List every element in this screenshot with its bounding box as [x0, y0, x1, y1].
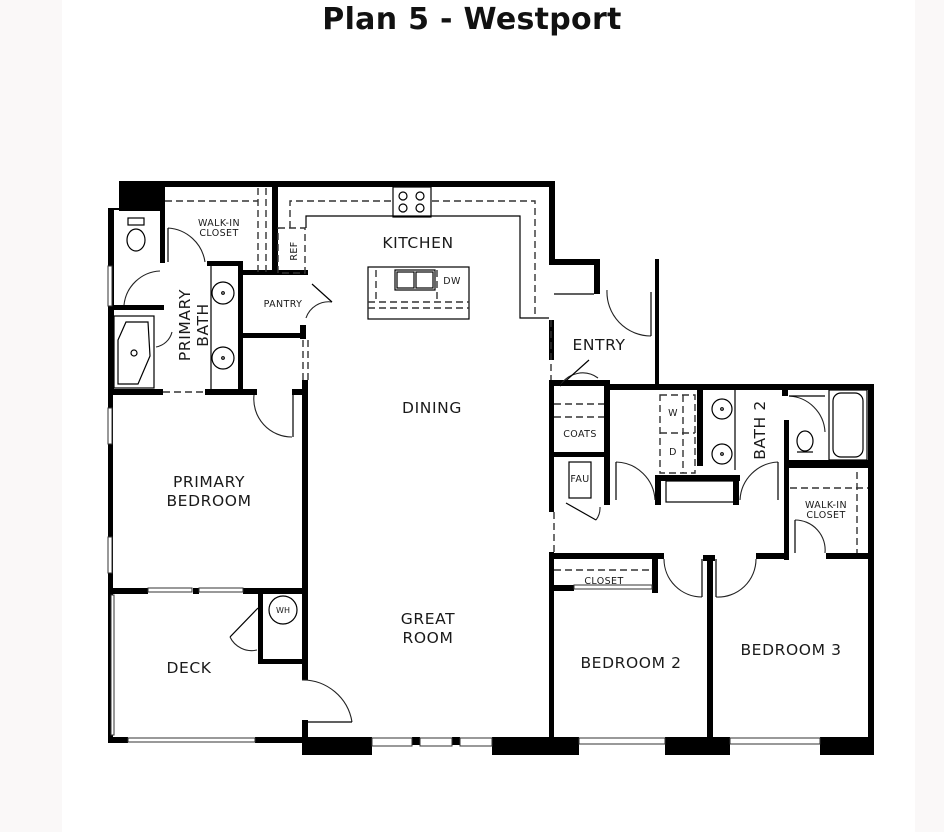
- room-labels: KITCHEN DINING GREAT ROOM ENTRY PRIMARY …: [166, 234, 841, 677]
- label-furnace: FAU: [570, 474, 589, 485]
- label-primary-bedroom-2: BEDROOM: [166, 492, 251, 510]
- label-primary-bedroom-1: PRIMARY: [173, 473, 245, 491]
- label-coats: COATS: [563, 429, 597, 440]
- label-dryer: D: [669, 447, 677, 458]
- label-closet-bed2: CLOSET: [584, 576, 623, 587]
- label-primary-bath-1: PRIMARY: [176, 289, 194, 361]
- label-pantry: PANTRY: [264, 299, 303, 310]
- label-bath-2: BATH 2: [751, 400, 769, 460]
- label-refrigerator: REF: [289, 241, 300, 260]
- label-bedroom-2: BEDROOM 2: [580, 654, 681, 672]
- cabinetry: [113, 186, 868, 571]
- walls: [108, 181, 874, 755]
- windows: [107, 265, 821, 747]
- label-bedroom-3: BEDROOM 3: [740, 641, 841, 659]
- label-walkin-closet-bed3-1: WALK-IN: [805, 500, 847, 511]
- label-water-heater: WH: [276, 606, 290, 615]
- label-kitchen: KITCHEN: [382, 234, 453, 252]
- plan-sheet: [62, 0, 915, 832]
- fixture-labels: WALK-IN CLOSET PANTRY REF DW COATS FAU W…: [198, 218, 847, 615]
- label-walkin-closet-primary-1: WALK-IN: [198, 218, 240, 229]
- doors: [123, 227, 826, 723]
- label-dining: DINING: [402, 399, 462, 417]
- label-walkin-closet-primary-2: CLOSET: [199, 228, 238, 239]
- label-primary-bath-2: BATH: [194, 303, 212, 347]
- label-entry: ENTRY: [572, 336, 625, 354]
- label-great-room-1: GREAT: [401, 610, 455, 628]
- label-walkin-closet-bed3-2: CLOSET: [806, 510, 845, 521]
- plan-title: Plan 5 - Westport: [322, 2, 622, 37]
- label-washer: W: [668, 408, 678, 419]
- label-deck: DECK: [166, 659, 211, 677]
- label-great-room-2: ROOM: [403, 629, 454, 647]
- label-dishwasher: DW: [443, 276, 461, 287]
